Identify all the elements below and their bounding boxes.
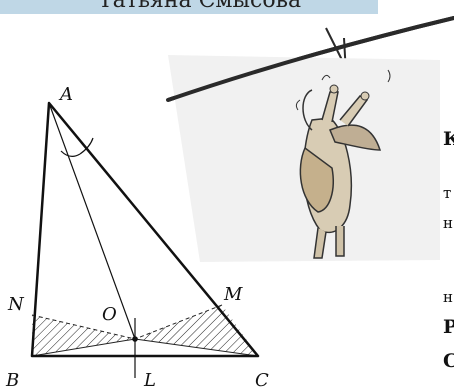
text-fragment-5: Р	[443, 316, 454, 338]
author-name: Татьяна Смысова	[98, 0, 302, 13]
label-o: O	[102, 304, 117, 325]
text-fragment-3: н	[443, 214, 453, 232]
label-m: M	[224, 284, 243, 305]
label-b: B	[6, 370, 20, 391]
text-fragment-1: К	[443, 128, 454, 150]
text-fragment-4: н	[443, 288, 453, 306]
text-fragment-6: С	[443, 350, 454, 372]
header-band	[0, 0, 378, 14]
label-c: C	[255, 370, 269, 391]
cartoon-illustration	[166, 16, 454, 262]
label-a: A	[60, 84, 73, 105]
triangle-figure	[30, 101, 260, 378]
label-n: N	[8, 294, 24, 315]
label-l: L	[144, 370, 156, 391]
text-fragment-2: т	[443, 184, 452, 202]
